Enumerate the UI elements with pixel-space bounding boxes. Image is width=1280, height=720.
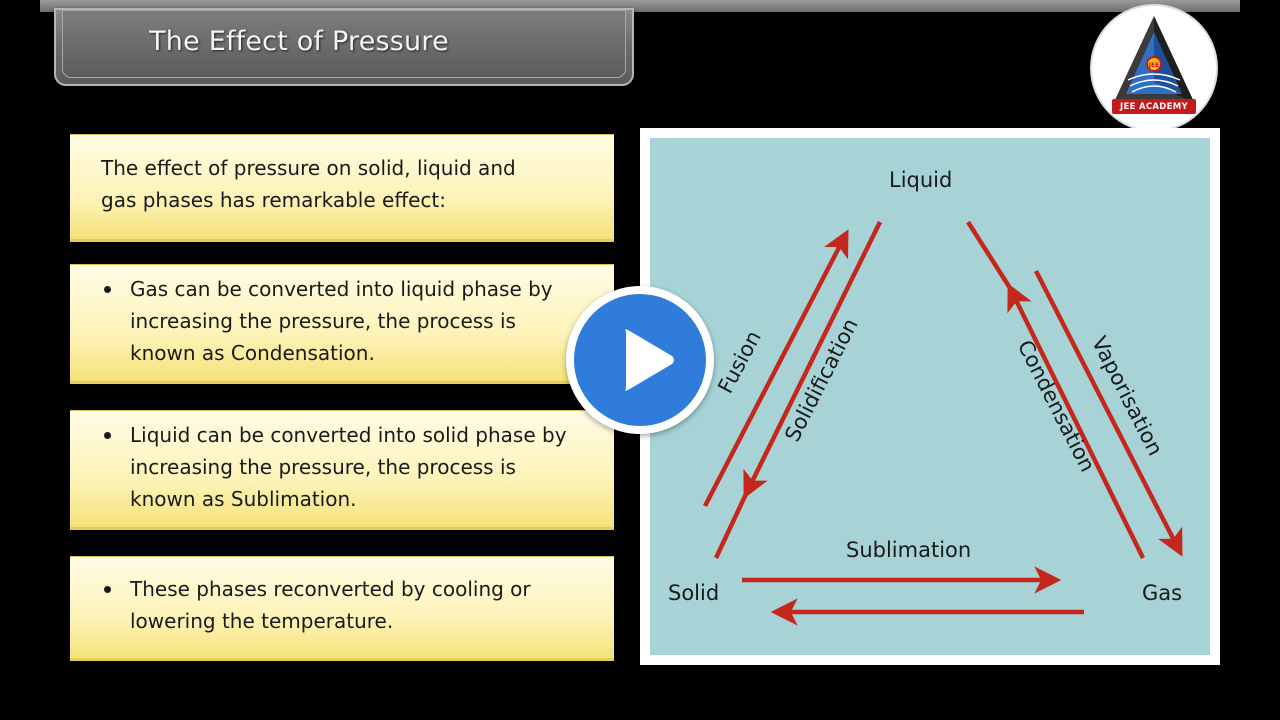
jee-academy-logo: JEE JEE ACADEMY [1092, 6, 1216, 130]
bullet-card-condensation: Gas can be converted into liquid phase b… [70, 264, 614, 384]
label-sublimation: Sublimation [846, 538, 972, 562]
solidification-arrow [743, 221, 883, 499]
bullet-dot [104, 586, 111, 593]
title-tab-inner: The Effect of Pressure [62, 10, 626, 78]
bullet-card-text: Liquid can be converted into solid phase… [130, 423, 567, 511]
condensation-arrow-tail [966, 220, 1012, 290]
solidification-arrow-tail [713, 493, 749, 559]
node-gas: Gas [1142, 581, 1183, 605]
logo-badge: JEE [1148, 62, 1159, 69]
bullet-dot [104, 432, 111, 439]
bullet-card-text: Gas can be converted into liquid phase b… [130, 277, 553, 365]
fusion-arrow [703, 229, 849, 508]
phase-arrows [703, 220, 1183, 626]
play-button-disc[interactable] [574, 294, 706, 426]
intro-card: The effect of pressure on solid, liquid … [70, 134, 614, 242]
phase-diagram-panel: Liquid Solid Gas Sublimation Fusion Soli… [650, 138, 1210, 655]
title-tab: The Effect of Pressure [54, 8, 634, 86]
logo-banner [1112, 99, 1196, 114]
condensation-arrow [1007, 283, 1146, 559]
phase-diagram: Liquid Solid Gas Sublimation Fusion Soli… [640, 128, 1220, 665]
bullet-card-sublimation: Liquid can be converted into solid phase… [70, 410, 614, 530]
node-liquid: Liquid [889, 168, 953, 192]
node-solid: Solid [668, 581, 720, 605]
play-button[interactable] [566, 286, 714, 434]
bullet-dot [104, 286, 111, 293]
bullet-card-cooling: These phases reconverted by cooling or l… [70, 556, 614, 661]
play-icon[interactable] [574, 294, 706, 426]
logo-text: JEE ACADEMY [1120, 102, 1188, 112]
vaporisation-arrow [1033, 269, 1183, 557]
bullet-card-text: These phases reconverted by cooling or l… [130, 577, 531, 633]
page-title: The Effect of Pressure [149, 26, 449, 57]
jee-academy-logo-icon: JEE [1114, 16, 1194, 102]
intro-card-text: The effect of pressure on solid, liquid … [101, 156, 516, 212]
